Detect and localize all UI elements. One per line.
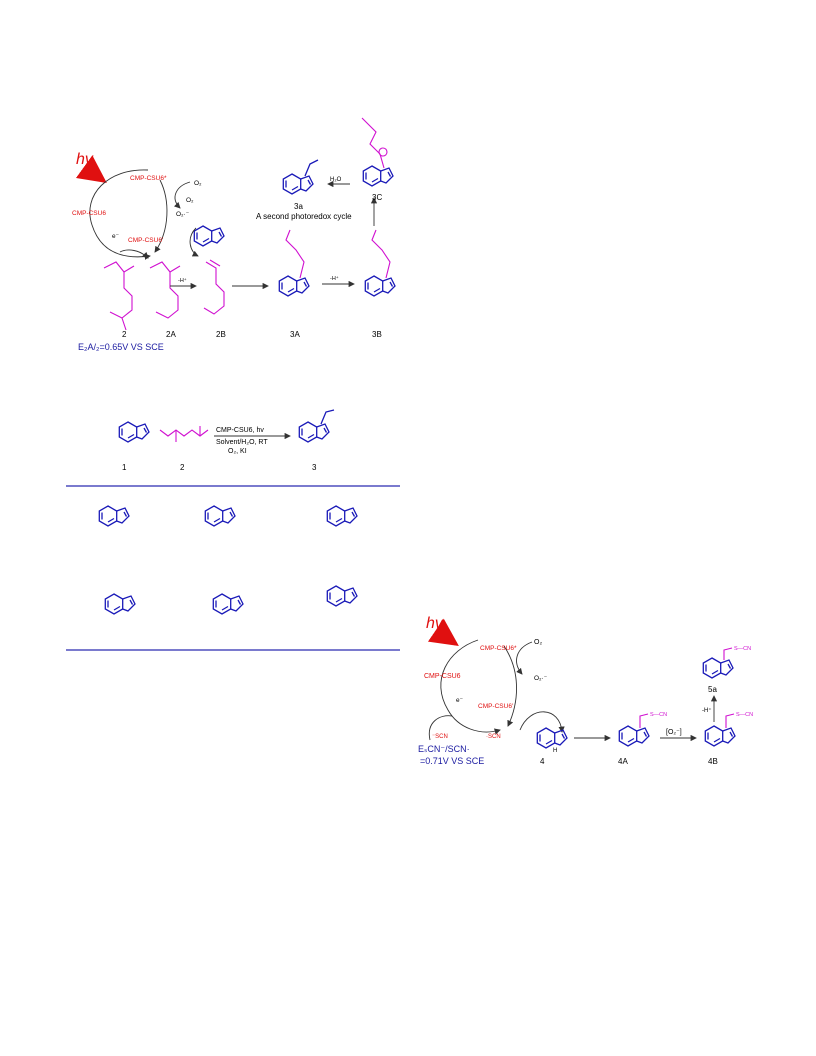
cycle-right-arc-bottom [503,645,517,727]
label-1: 1 [122,463,127,472]
substrate-1 [98,505,130,527]
o2-label: O₂ [194,180,202,187]
minus-h-bottom: -H⁺ [702,707,712,714]
hv-label-bottom: hv [426,615,444,632]
general-reaction-scheme: 1 2 CMP-CSU6, hv Solvent/H₂O, RT O₂, KI … [118,409,335,472]
amine-2-linear [159,429,209,437]
radical-attack-arrow [519,711,565,733]
substrate-4 [104,593,136,615]
indole-5a [702,657,734,679]
light-arrow [75,155,107,184]
scn-5a: S—CN [734,646,751,652]
superoxide-label: O₂·⁻ [176,211,190,218]
amine-chain-3a [285,229,305,279]
o2-arrow-bottom [516,641,533,675]
conditions-1: CMP-CSU6, hv [216,427,264,434]
label-2: 2 [122,330,127,339]
top-mechanism-scheme: hv CMP-CSU6* CMP-CSU6 CMP-CSU6' e⁻ O₂ O₂… [72,117,396,352]
label-3b: 3B [372,330,382,339]
indole-substrate-top [193,225,225,247]
substrate-2 [204,505,236,527]
scn-radical-label: ·SCN [486,734,501,740]
potential-top-label: E₂A/₂=0.65V VS SCE [78,342,164,352]
cycle-left-arc-bottom [440,639,501,735]
indole-3b [364,275,396,297]
minus-h-2: -H⁺ [330,275,339,282]
label-4a: 4A [618,757,628,766]
substrate-3 [326,505,358,527]
superoxide-bottom: O₂·⁻ [534,675,548,682]
scn-4a: S—CN [650,712,667,718]
h2o-label: H₂O [330,177,342,183]
hv-label: hv [76,151,94,168]
label-3a: 3A [290,330,300,339]
indole-3a-product [282,173,314,195]
label-3c: 3C [372,193,382,202]
amine-chain-3b [371,229,391,279]
indole-4a [618,725,650,747]
bottom-mechanism-scheme: hv CMP-CSU6* CMP-CSU6 CMP-CSU6' e⁻ O₂ O₂… [418,615,753,766]
second-cycle-label: A second photoredox cycle [256,212,352,221]
catalyst-reduced-bottom: CMP-CSU6' [478,703,513,710]
o2-label-2: O₂ [186,197,194,204]
substrate-5 [212,593,244,615]
amine-2-structure [103,249,149,331]
indole-1 [118,421,150,443]
conditions-3: O₂, KI [228,448,247,455]
o2-bottom: O₂ [534,639,542,646]
conditions-2: Solvent/H₂O, RT [216,439,268,446]
label-3a-product: 3a [294,202,303,211]
indole-attack-arrow [189,227,199,257]
electron-bottom: e⁻ [456,697,464,704]
indole-3c [362,165,394,187]
label-4b: 4B [708,757,718,766]
scn-anion-label: ⁻SCN [432,734,448,740]
light-arrow-bottom [427,618,459,646]
label-2-reaction: 2 [180,463,185,472]
bracket-label: [O₂⁻] [666,729,682,736]
cycle-right-arc [154,179,168,253]
indole-3a [278,275,310,297]
substrate-table [98,505,358,615]
catalyst-excited-label: CMP-CSU6* [130,175,167,182]
indole-3-product [298,421,330,443]
label-2a: 2A [166,330,176,339]
catalyst-excited-bottom: CMP-CSU6* [480,645,517,652]
amine-chain-3c [361,117,385,169]
label-4: 4 [540,757,545,766]
electron-label: e⁻ [112,233,120,240]
amine-2a-structure [149,261,181,319]
minus-h-1: -H⁺ [178,277,187,284]
indole-4 [536,727,568,749]
potential-bottom-1: EₛCN⁻/SCN· [418,744,470,754]
scn-arc [428,715,453,741]
cycle-left-arc [89,169,151,260]
label-2b: 2B [216,330,226,339]
label-3-reaction: 3 [312,463,317,472]
substrate-6 [326,585,358,607]
catalyst-reduced-label: CMP-CSU6' [128,237,163,244]
o2-arrow [173,181,191,209]
catalyst-label: CMP-CSU6 [72,210,106,217]
amine-2b-structure [203,259,225,315]
potential-bottom-2: =0.71V VS SCE [420,756,484,766]
scn-4b: S—CN [736,712,753,718]
label-5a: 5a [708,685,717,694]
indole-4b [704,725,736,747]
catalyst-bottom: CMP-CSU6 [424,673,461,680]
nh-label: H [553,748,557,754]
